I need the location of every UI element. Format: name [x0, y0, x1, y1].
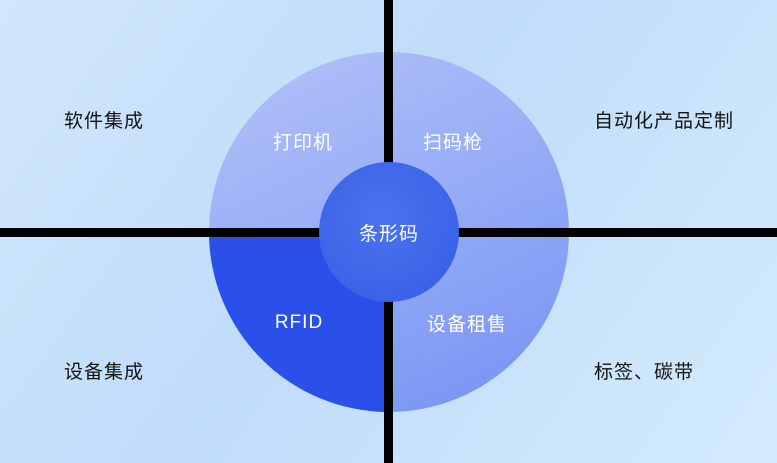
- quadrant-label-rfid: RFID: [274, 312, 324, 333]
- quadrant-label-printer: 打印机: [272, 132, 334, 154]
- center-circle: 条形码: [319, 162, 459, 302]
- center-label: 条形码: [358, 223, 419, 245]
- quadrant-label-equipment-rental: 设备租售: [426, 314, 508, 336]
- corner-label-software-integration: 软件集成: [64, 111, 145, 132]
- quadrant-label-scanner: 扫码枪: [422, 132, 484, 154]
- corner-label-automation-customization: 自动化产品定制: [594, 111, 735, 132]
- corner-label-equipment-integration: 设备集成: [64, 362, 145, 383]
- corner-label-labels-ribbons: 标签、碳带: [594, 362, 695, 383]
